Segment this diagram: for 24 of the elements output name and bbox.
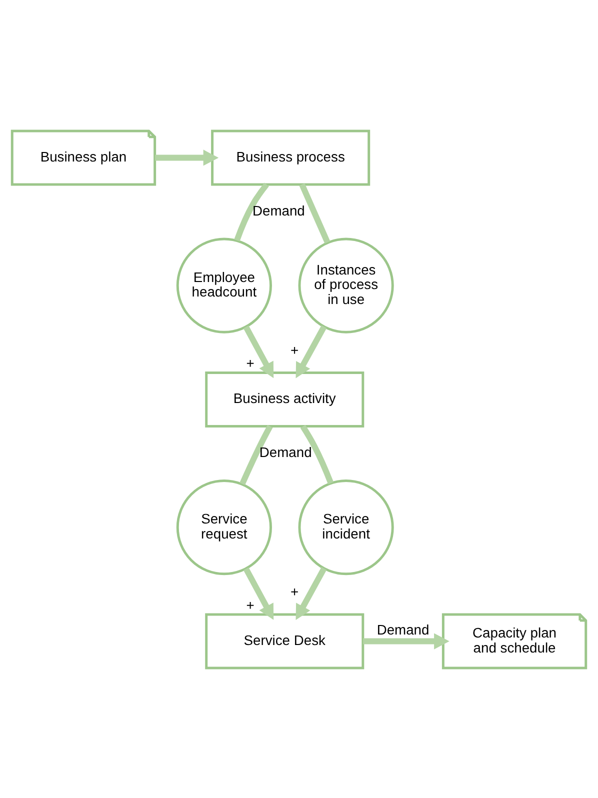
connector	[234, 182, 269, 241]
edge-label: Demand	[376, 621, 430, 638]
connector	[299, 182, 330, 244]
node-circle: Instances of process in use	[298, 237, 394, 333]
node-box: Service Desk	[205, 612, 364, 669]
node-box: Business process	[211, 129, 370, 186]
arrow	[243, 325, 274, 378]
node-circle: Service request	[176, 479, 272, 575]
edge-label: Demand	[259, 444, 312, 460]
arrow	[155, 149, 219, 166]
edge-label: +	[246, 596, 254, 612]
connector	[300, 424, 334, 484]
node-circle: Service incident	[298, 479, 394, 575]
edge-label: +	[290, 583, 299, 600]
arrow	[243, 566, 274, 620]
edge-label: +	[246, 354, 254, 371]
arrow	[363, 632, 450, 649]
edge-label: Demand	[252, 202, 305, 218]
arrow	[296, 566, 327, 620]
arrow	[296, 324, 327, 378]
node-box: Business activity	[205, 371, 364, 427]
edge-label: +	[290, 341, 299, 358]
node-circle: Employee headcount	[176, 237, 272, 333]
connector	[240, 424, 273, 485]
